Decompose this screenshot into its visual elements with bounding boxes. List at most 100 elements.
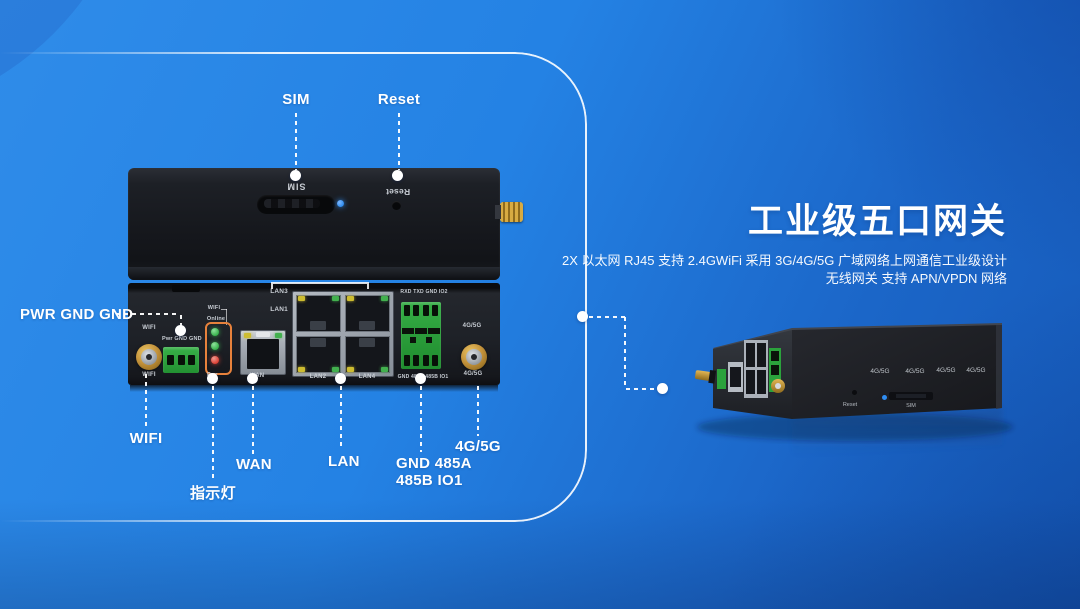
product-sim-label: SIM: [906, 403, 916, 409]
product-4g5g-label-4: 4G/5G: [966, 367, 985, 374]
mini-antenna-center: [775, 383, 781, 389]
printed-reset-text: Reset: [385, 186, 411, 197]
mini-lan-port: [746, 343, 755, 367]
mini-wan-cavity: [730, 367, 741, 387]
lan-group-bracket: [271, 282, 369, 289]
callout-rs485-line2: 485B IO1: [396, 472, 463, 489]
wifi-antenna-connector: [136, 344, 162, 370]
callout-wan-label: WAN: [236, 456, 272, 473]
led-label-bracket-h: [221, 309, 227, 310]
wan-port: [240, 330, 286, 375]
cellular-callout-line: [477, 386, 479, 436]
reset-callout-line: [398, 113, 400, 170]
printed-4g5g-top: 4G/5G: [462, 323, 482, 329]
product-reset-hole: [852, 390, 857, 395]
product-blue-led: [882, 395, 887, 400]
callout-reset-label: Reset: [377, 91, 421, 108]
printed-wifi-top: WIFI: [142, 325, 156, 331]
product-side-face: [792, 325, 1002, 419]
led-highlight-box: [205, 322, 232, 375]
frame-connector-line-1: [589, 316, 625, 318]
printed-sim-text: SIM: [286, 181, 306, 192]
printed-pwr-terminal-label: Pwr GND GND: [162, 336, 202, 342]
printed-lan2: LAN2: [309, 374, 327, 380]
rs485-callout-dot: [415, 373, 426, 384]
product-4g5g-label-2: 4G/5G: [905, 368, 924, 375]
subtitle-line-2: 无线网关 支持 APN/VPDN 网络: [825, 271, 1007, 286]
product-reflection: [792, 408, 1002, 457]
mini-lan-port: [746, 370, 755, 394]
pwr-callout-line-v: [180, 315, 182, 327]
lan1-port: [345, 295, 390, 332]
callout-sim-label: SIM: [282, 91, 310, 108]
reset-callout-dot: [392, 170, 403, 181]
product-4g5g-label-3: 4G/5G: [936, 367, 955, 374]
callout-rs485-line1: GND 485A: [396, 455, 472, 472]
sim-slot: [257, 195, 335, 214]
antenna-connector-top: [495, 202, 523, 222]
lan-port-block: [292, 291, 394, 377]
reset-hole: [392, 201, 401, 210]
lan3-port: [296, 295, 341, 332]
sim-callout-line: [295, 113, 297, 170]
printed-serial-top: RXD TXD GND IO2: [400, 289, 448, 295]
callout-rs485-label: GND 485A 485B IO1: [396, 455, 472, 489]
led-label-online: Online: [206, 316, 226, 322]
rounded-outline-frame: [0, 52, 587, 522]
led-label-bracket-v: [226, 309, 227, 325]
frame-connector-dot-left: [577, 311, 588, 322]
mini-lan-port: [757, 370, 766, 394]
wifi-callout-line: [145, 374, 147, 428]
product-reset-label: Reset: [843, 402, 858, 408]
wan-callout-dot: [247, 373, 258, 384]
lan-callout-line: [340, 386, 342, 450]
product-top-face: [713, 323, 1002, 351]
printed-4g5g-bottom: 4G/5G: [463, 371, 483, 377]
wan-callout-line: [252, 386, 254, 454]
lan-callout-dot: [335, 373, 346, 384]
lan2-port: [296, 336, 341, 373]
product-4g5g-label-1: 4G/5G: [870, 368, 889, 375]
device-top-view: SIM Reset: [128, 168, 523, 280]
title-block: 工业级五口网关 2X 以太网 RJ45 支持 2.4GWiFi 采用 3G/4G…: [562, 193, 1007, 288]
power-terminal-block: [163, 347, 199, 373]
online-led: [211, 342, 219, 350]
indicator-callout-dot: [207, 373, 218, 384]
indicator-callout-line: [212, 386, 214, 480]
blue-led: [337, 200, 344, 207]
callout-cellular-label: 4G/5G: [455, 438, 501, 455]
printed-wifi-bottom: WIFI: [142, 372, 156, 378]
callout-indicator-label: 指示灯: [190, 485, 236, 502]
led-label-wifi: WIFI: [207, 305, 221, 311]
device-top-base-edge: [128, 267, 500, 280]
subtitle-line-1: 2X 以太网 RJ45 支持 2.4GWiFi 采用 3G/4G/5G 广域网络…: [562, 253, 1007, 268]
page-title: 工业级五口网关: [747, 202, 1007, 241]
printed-lan4: LAN4: [358, 374, 376, 380]
sim-callout-dot: [290, 170, 301, 181]
wifi-led: [211, 328, 219, 336]
mini-terminal-slot: [771, 365, 779, 375]
power-led: [211, 356, 219, 364]
lan4-port: [345, 336, 390, 373]
product-sim-slot-inner: [896, 394, 926, 398]
mini-lan-port: [757, 343, 766, 367]
product-antenna-stub: [694, 369, 717, 384]
pwr-callout-line-h: [116, 313, 178, 315]
printed-lan1: LAN1: [270, 306, 288, 313]
rs485-terminal-block: [401, 302, 441, 369]
mini-terminal-slot: [771, 351, 779, 361]
callout-lan-label: LAN: [328, 453, 360, 470]
frame-connector-dot-right: [657, 383, 668, 394]
product-side-edge: [996, 325, 1002, 409]
frame-connector-line-2: [624, 317, 626, 389]
rs485-callout-line: [420, 386, 422, 452]
callout-pwr-label: PWR GND GND: [20, 306, 134, 323]
front-latch-detail: [172, 285, 200, 292]
product-3d-render: 4G/5G 4G/5G 4G/5G 4G/5G Reset SIM: [694, 323, 1013, 457]
callout-wifi-label: WIFI: [129, 430, 163, 447]
printed-lan3: LAN3: [270, 288, 288, 295]
frame-connector-line-3: [626, 388, 660, 390]
mini-power-terminal: [717, 369, 726, 389]
pwr-callout-dot: [175, 325, 186, 336]
